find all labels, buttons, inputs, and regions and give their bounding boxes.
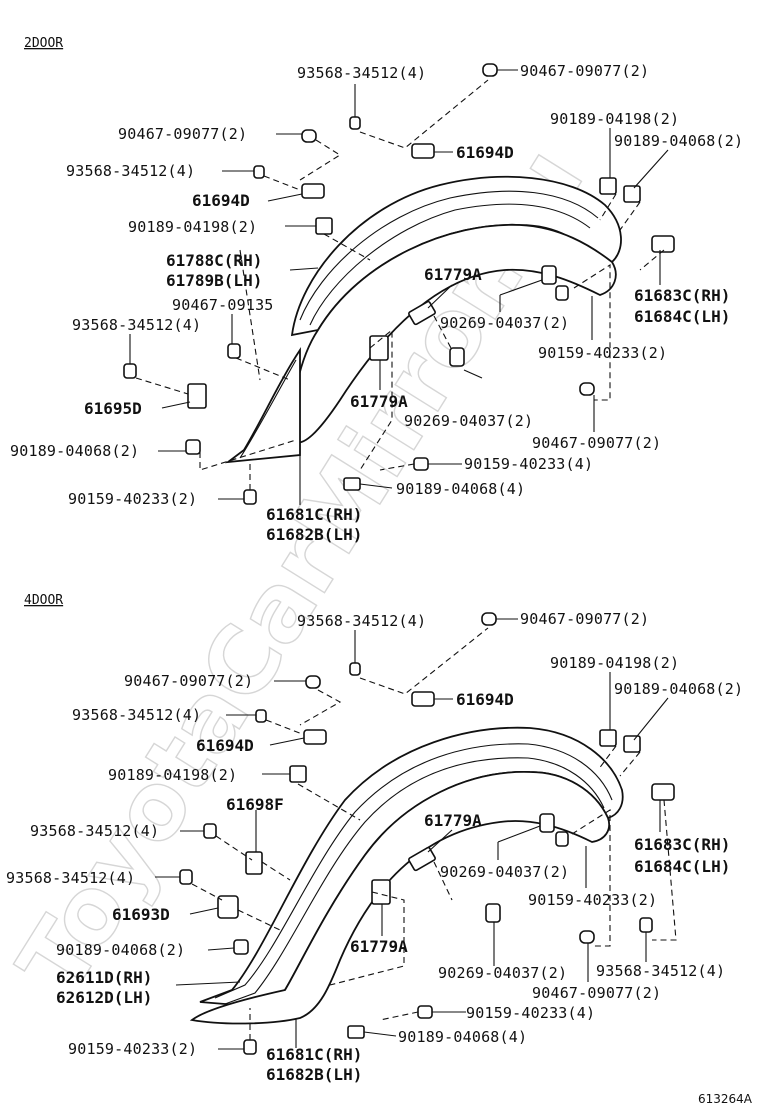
label-4door-2: 90467-09077(2) [124,672,253,690]
label-4door-6: 90189-04068(2) [614,680,743,698]
label-2door-12: 61683C(RH) [634,286,730,305]
label-4door-19: 90189-04068(2) [56,941,185,959]
label-2door-9: 61788C(RH) [166,251,262,270]
label-4door-29: 61682B(LH) [266,1065,362,1084]
section-2door: 2DOOR [10,36,743,544]
label-2door-24: 90189-04068(4) [396,480,525,498]
mud-flap-2door [224,347,301,464]
label-2door-17: 90159-40233(2) [538,344,667,362]
label-2door-6: 90189-04198(2) [550,110,679,128]
label-2door-22: 90189-04068(2) [10,442,139,460]
label-2door-27: 61682B(LH) [266,525,362,544]
leaders-2door [129,69,669,505]
label-4door-4: 93568-34512(4) [72,706,201,724]
label-4door-28: 61681C(RH) [266,1045,362,1064]
label-4door-13: 93568-34512(4) [30,822,159,840]
label-4door-8: 90189-04198(2) [108,766,237,784]
label-2door-11: 61779A [424,265,482,284]
label-2door-0: 93568-34512(4) [297,64,426,82]
label-4door-0: 93568-34512(4) [297,612,426,630]
label-2door-15: 93568-34512(4) [72,316,201,334]
label-4door-1: 90467-09077(2) [520,610,649,628]
label-4door-7: 61694D [196,736,254,755]
reference-number: 613264A [698,1092,753,1106]
label-4door-21: 62612D(LH) [56,988,152,1007]
label-4door-10: 61779A [424,811,482,830]
label-4door-12: 61684C(LH) [634,857,730,876]
label-4door-9: 61698F [226,795,284,814]
label-2door-25: 90159-40233(2) [68,490,197,508]
label-2door-4: 93568-34512(4) [66,162,195,180]
label-4door-25: 90159-40233(4) [466,1004,595,1022]
labels-2door: 93568-34512(4) 90467-09077(2) 90467-0907… [10,62,743,544]
label-2door-5: 61694D [192,191,250,210]
label-2door-7: 90189-04068(2) [614,132,743,150]
label-4door-14: 90269-04037(2) [440,863,569,881]
label-4door-26: 90189-04068(4) [398,1028,527,1046]
label-2door-1: 90467-09077(2) [520,62,649,80]
label-2door-18: 61695D [84,399,142,418]
label-4door-24: 90467-09077(2) [532,984,661,1002]
label-2door-20: 90269-04037(2) [404,412,533,430]
labels-4door: 93568-34512(4) 90467-09077(2) 90467-0907… [6,610,743,1084]
section-title-4door: 4DOOR [24,593,63,608]
label-2door-10: 61789B(LH) [166,271,262,290]
clips-4door [179,612,675,1055]
label-2door-8: 90189-04198(2) [128,218,257,236]
label-4door-5: 90189-04198(2) [550,654,679,672]
label-2door-2: 90467-09077(2) [118,125,247,143]
leaders-4door [155,618,677,1050]
label-2door-19: 61779A [350,392,408,411]
label-4door-18: 61779A [350,937,408,956]
label-4door-22: 90269-04037(2) [438,964,567,982]
label-4door-20: 62611D(RH) [56,968,152,987]
label-2door-14: 90467-09135 [172,296,274,314]
label-2door-23: 90159-40233(4) [464,455,593,473]
label-2door-3: 61694D [456,143,514,162]
label-4door-27: 90159-40233(2) [68,1040,197,1058]
section-4door: 4DOOR [6,593,743,1084]
label-4door-11: 61683C(RH) [634,835,730,854]
label-4door-17: 61693D [112,905,170,924]
label-2door-13: 61684C(LH) [634,307,730,326]
label-4door-3: 61694D [456,690,514,709]
label-2door-26: 61681C(RH) [266,505,362,524]
label-2door-16: 90269-04037(2) [440,314,569,332]
section-title-2door: 2DOOR [24,36,63,51]
label-4door-15: 93568-34512(4) [6,869,135,887]
label-2door-21: 90467-09077(2) [532,434,661,452]
label-4door-16: 90159-40233(2) [528,891,657,909]
label-4door-23: 93568-34512(4) [596,962,725,980]
